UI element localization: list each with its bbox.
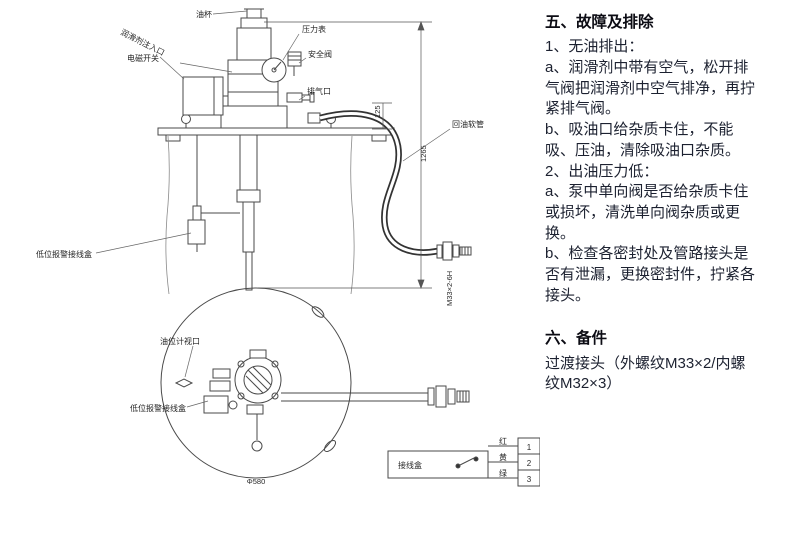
technical-drawing: 油杯 润滑剂注入口 电磁开关 压力表 安全阀 排气口 回油软管 低位报警接线盒 … <box>36 8 540 487</box>
instruction-line: b、吸油口给杂质卡住，不能吸、压油，清除吸油口杂质。 <box>545 121 741 159</box>
wire-red-label: 红 <box>499 436 507 446</box>
return-hose <box>307 110 472 261</box>
instruction-line: 2、出油压力低： <box>545 162 659 180</box>
dimension-thread-spec: M33×2-6H <box>445 271 454 306</box>
instruction-line: a、泵中单向阀是否给杂质卡住或损坏，清洗单向阀杂质或更换。 <box>545 183 749 242</box>
callout-return-hose-label: 回油软管 <box>452 119 484 129</box>
terminal-2-number: 2 <box>527 459 532 468</box>
spare-parts-line: 过渡接头（外螺纹M33×2/内螺纹M32×3） <box>545 354 746 393</box>
tank-top-view <box>160 287 470 479</box>
terminal-3-number: 3 <box>527 475 532 484</box>
callout-leaders <box>95 10 451 408</box>
pump-assembly <box>157 8 395 295</box>
callout-oil-level-sight-label: 油位计视口 <box>160 336 200 346</box>
section-spacer <box>545 306 759 328</box>
callout-low-level-alarm-upper-label: 低位报警接线盒 <box>36 249 92 259</box>
dimension-lines <box>258 21 432 289</box>
callout-low-level-alarm-lower-label: 低位报警接线盒 <box>130 403 186 413</box>
wire-yellow-label: 黄 <box>499 452 507 462</box>
instructions-panel: 五、故障及排除 1、无油排出： a、润滑剂中带有空气，松开排气阀把润滑剂中空气排… <box>545 12 759 395</box>
callout-oil-cup-label: 油杯 <box>196 9 212 19</box>
callout-solenoid-switch-label: 电磁开关 <box>127 53 159 63</box>
dimension-tank-diameter: Φ580 <box>247 477 266 486</box>
instruction-line: a、润滑剂中带有空气，松开排气阀把润滑剂中空气排净，再拧紧排气阀。 <box>545 59 756 118</box>
wiring-diagram <box>387 437 540 487</box>
callout-safety-valve-label: 安全阀 <box>308 49 332 59</box>
callout-exhaust-port-label: 排气口 <box>307 86 331 96</box>
terminal-1-number: 1 <box>527 443 532 452</box>
instruction-line: 1、无油排出： <box>545 38 644 56</box>
callout-lubricant-inlet-label: 润滑剂注入口 <box>119 27 166 58</box>
oil-level-sight-mark <box>174 378 194 388</box>
wiring-box-label: 接线盒 <box>398 460 422 470</box>
dimension-hose-offset: 125 <box>373 105 382 118</box>
section5-title: 五、故障及排除 <box>545 14 654 31</box>
dimension-overall-height: 1265 <box>419 145 428 162</box>
section6-title: 六、备件 <box>545 330 608 348</box>
callout-pressure-gauge-label: 压力表 <box>302 24 326 34</box>
wire-green-label: 绿 <box>499 469 507 478</box>
instruction-line: b、检查各密封处及管路接头是否有泄漏，更换密封件，拧紧各接头。 <box>545 245 756 304</box>
